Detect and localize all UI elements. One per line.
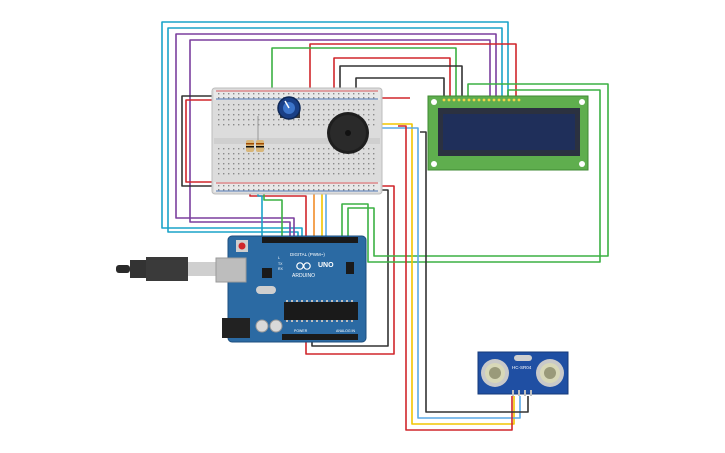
wire-green-lcd-1 (341, 89, 601, 263)
piezo-buzzer-icon[interactable] (327, 112, 369, 154)
rx-label: RX (278, 267, 284, 271)
wire-black-left (181, 95, 214, 187)
atmega-chip (284, 302, 358, 320)
lcd-pins (442, 98, 521, 102)
wire-cyan-1 (161, 21, 509, 238)
wire-red-sensor (398, 125, 513, 431)
breadboard-holes (218, 93, 375, 191)
wire-purple-2 (189, 39, 491, 238)
resistors (246, 116, 264, 152)
lcd-screen (443, 114, 575, 150)
digital-label: DIGITAL (PWM~) (290, 252, 325, 257)
wire-black-bb-gnd (311, 189, 389, 347)
power-label: POWER (294, 329, 308, 333)
arduino-uno-board: DIGITAL (PWM~) ARDUINO UNO TX RX L POWER… (116, 235, 367, 343)
arduino-logo-text: ARDUINO (292, 273, 315, 279)
digital-header (262, 237, 358, 243)
wire-black-top (339, 65, 463, 98)
l-label: L (278, 256, 280, 260)
potentiometer[interactable] (277, 96, 301, 120)
tx-label: TX (278, 262, 283, 266)
ultrasonic-sensor: HC-SR04 (477, 351, 569, 396)
sensor-pins (512, 390, 532, 396)
power-jack (222, 318, 250, 338)
arduino-logo-icon (296, 262, 311, 270)
wire-red-top-2 (333, 57, 451, 98)
wire-red-bb-power (305, 185, 395, 355)
wire-green-top (271, 47, 457, 98)
usb-cable-icon (116, 257, 247, 283)
wire-green-lcd-2 (347, 83, 609, 257)
wire-red-left (185, 99, 214, 183)
power-analog-header (282, 334, 358, 340)
sensor-model-label: HC-SR04 (512, 365, 532, 370)
arduino-model-text: UNO (318, 262, 334, 269)
analog-label: ANALOG IN (336, 329, 356, 333)
wire-red-top (309, 43, 517, 98)
lcd-display (427, 95, 589, 171)
wire-cyan-2 (167, 27, 503, 238)
wire-black-sensor (420, 131, 529, 413)
